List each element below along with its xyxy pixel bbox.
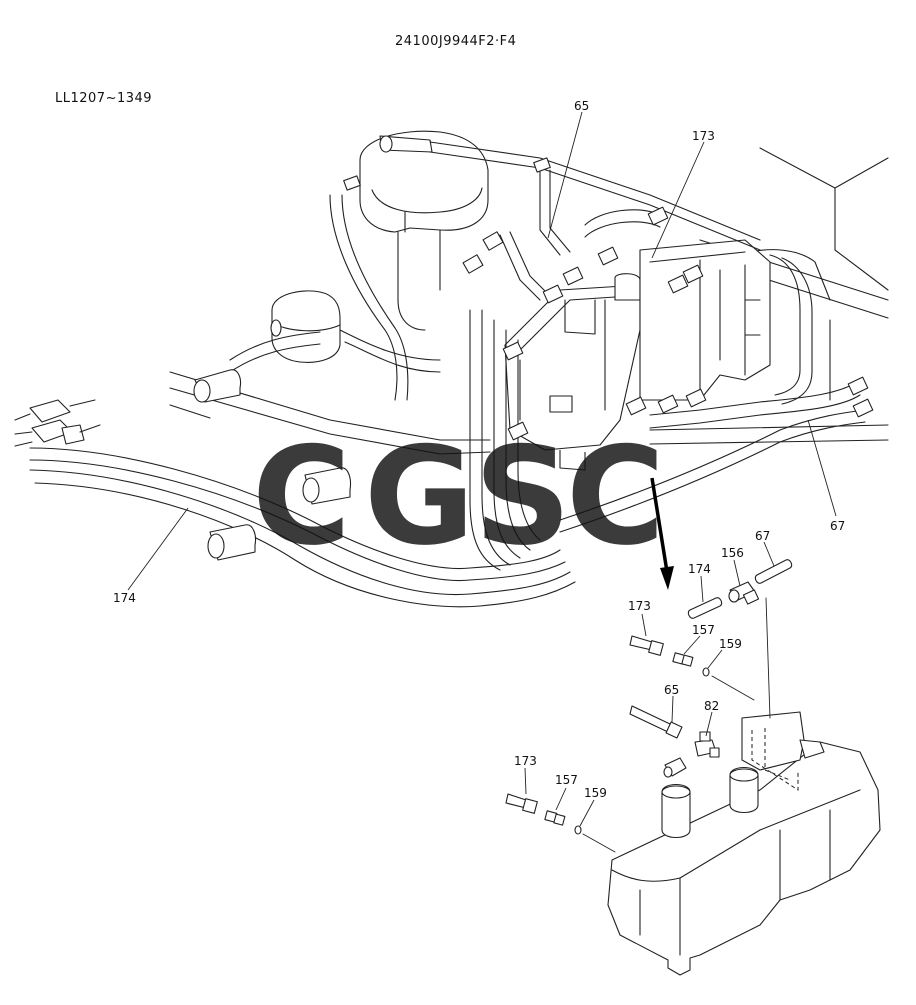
callout-det-82: 82 — [704, 699, 719, 713]
control-valve-block — [504, 273, 641, 471]
watermark-letter-c1: C — [252, 418, 351, 575]
callout-det-157a: 157 — [692, 623, 715, 637]
drawing-number: 24100J9944F2·F4 — [395, 34, 516, 49]
callout-det-174: 174 — [688, 562, 711, 576]
watermark: C G S C — [252, 418, 665, 575]
callout-det-159a: 159 — [719, 637, 742, 651]
detail-leaders — [524, 541, 775, 827]
rear-valve-stack — [639, 239, 771, 401]
small-reservoir — [270, 290, 341, 363]
detail-tube-173a — [629, 635, 664, 656]
detail-tube-67 — [754, 559, 793, 584]
watermark-letter-c2: C — [566, 418, 665, 575]
detail-tube-174 — [687, 597, 723, 619]
callout-det-157b: 157 — [555, 773, 578, 787]
callout-det-159b: 159 — [584, 786, 607, 800]
detail-pointer-arrow — [650, 477, 670, 579]
callout-det-156: 156 — [721, 546, 744, 560]
detail-tube-173b — [505, 793, 538, 814]
callout-65: 65 — [574, 99, 589, 113]
callout-det-67: 67 — [755, 529, 770, 543]
callout-174: 174 — [113, 591, 136, 605]
watermark-letter-s: S — [474, 418, 571, 575]
detail-tee-82 — [694, 731, 720, 758]
left-fittings — [14, 399, 101, 447]
detail-view — [505, 559, 881, 976]
detail-oring-159b — [574, 825, 582, 835]
detail-tube-65 — [629, 705, 683, 739]
valve-fittings — [343, 157, 874, 441]
detail-pointer-arrowhead — [660, 566, 674, 590]
detail-fitting-157b — [544, 810, 566, 826]
detail-fitting-157a — [672, 652, 694, 667]
callout-det-65: 65 — [664, 683, 679, 697]
detail-oring-159a — [702, 667, 710, 677]
detail-elbow-156 — [728, 581, 760, 605]
reservoir-housing — [359, 130, 489, 331]
detail-elbow — [663, 757, 687, 778]
callout-det-173a: 173 — [628, 599, 651, 613]
main-leaders — [127, 111, 837, 591]
hose-clamps — [193, 369, 352, 561]
callout-det-173b: 173 — [514, 754, 537, 768]
watermark-letter-g: G — [364, 418, 475, 575]
callout-173: 173 — [692, 129, 715, 143]
hose-bundle — [29, 141, 866, 608]
serial-range: LL1207~1349 — [55, 91, 152, 106]
main-assembly — [14, 130, 889, 608]
detail-valve-body — [607, 711, 881, 976]
callout-67: 67 — [830, 519, 845, 533]
